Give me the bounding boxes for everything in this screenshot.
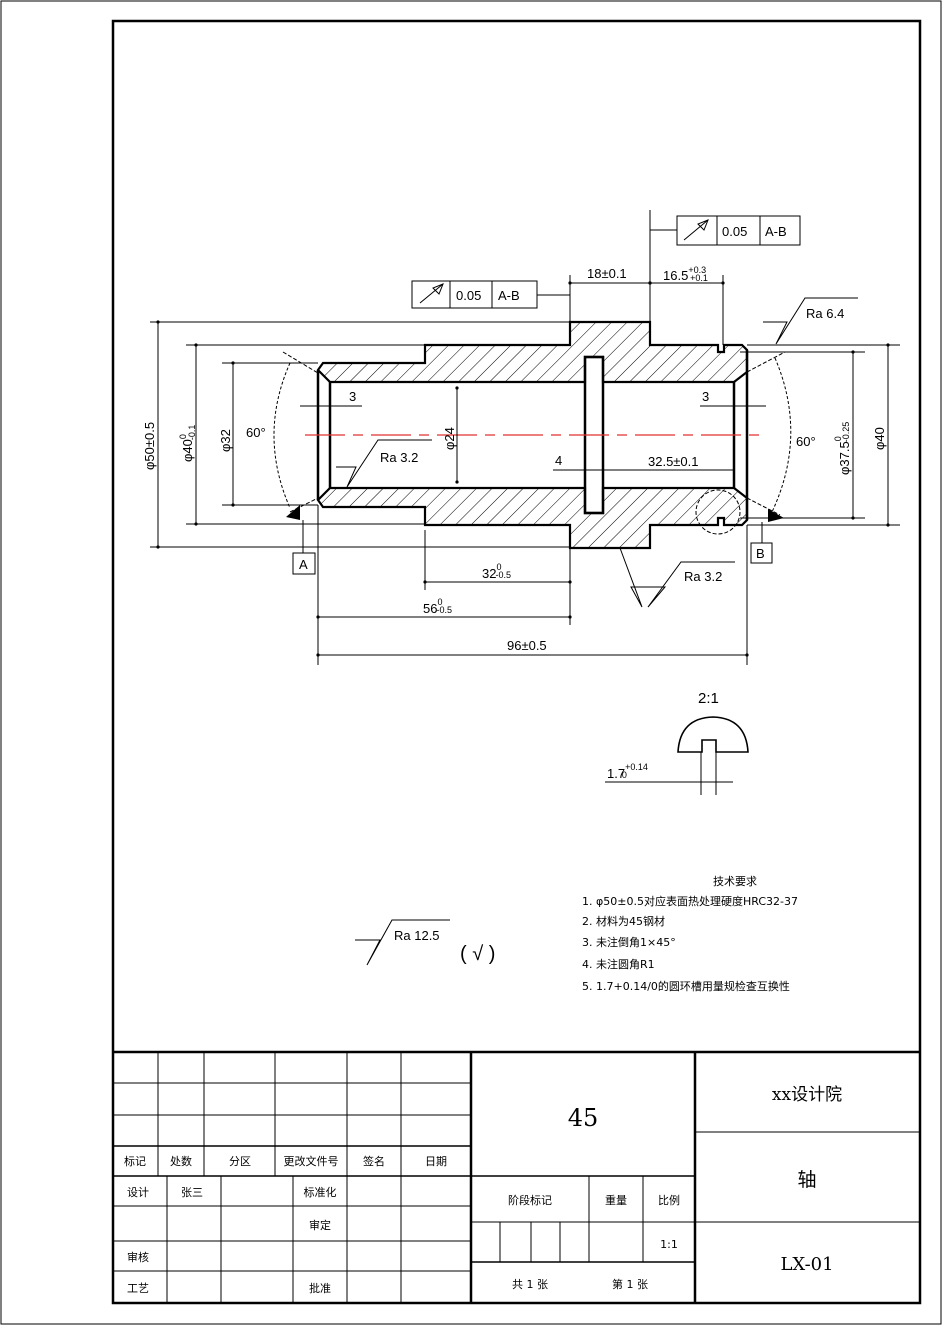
- title-block: 标记 处数 分区 更改文件号 签名 日期 设计 张三 标准化 审定 审核 工艺 …: [113, 1050, 920, 1303]
- ra-top-right: Ra 6.4: [806, 306, 844, 321]
- dim-dia40-right: φ40: [872, 427, 887, 450]
- dim-len96: 96±0.5: [507, 638, 547, 653]
- dim-angle-left: 60°: [246, 425, 266, 440]
- datum-b: B: [756, 546, 765, 561]
- svg-text:1. φ50±0.5对应表面热处理硬度HRC32-37: 1. φ50±0.5对应表面热处理硬度HRC32-37: [582, 894, 798, 908]
- svg-text:标准化: 标准化: [304, 1185, 337, 1199]
- svg-text:比例: 比例: [658, 1193, 680, 1207]
- dim-dia37-5: φ37.50-0.25: [833, 422, 852, 475]
- dim-angle-right: 60°: [796, 434, 816, 449]
- shaft-section: [305, 320, 765, 550]
- detail-circle: [695, 489, 741, 535]
- svg-text:审定: 审定: [309, 1218, 331, 1232]
- general-roughness: Ra 12.5 ( √ ): [355, 919, 495, 966]
- dim-len32: 320-0.5: [482, 562, 511, 581]
- material: 45: [568, 1104, 599, 1132]
- svg-text:批准: 批准: [309, 1281, 331, 1295]
- fcf-1: 0.05 A-B: [411, 280, 570, 309]
- dim-dia50: φ50±0.5: [142, 422, 157, 470]
- runout-arrow-icon: [419, 283, 444, 304]
- svg-text:签名: 签名: [363, 1154, 385, 1168]
- svg-text:分区: 分区: [229, 1155, 251, 1168]
- svg-text:标记: 标记: [124, 1154, 146, 1168]
- svg-text:第 1 张: 第 1 张: [612, 1277, 648, 1291]
- svg-text:共 1 张: 共 1 张: [512, 1278, 548, 1291]
- svg-text:A-B: A-B: [765, 224, 787, 239]
- svg-text:1:1: 1:1: [660, 1238, 678, 1251]
- svg-text:4. 未注圆角R1: 4. 未注圆角R1: [582, 957, 655, 971]
- svg-text:5. 1.7+0.14/0的圆环槽用量规检查互换性: 5. 1.7+0.14/0的圆环槽用量规检查互换性: [582, 979, 790, 993]
- svg-text:重量: 重量: [605, 1193, 627, 1207]
- dim-len32-5: 32.5±0.1: [648, 454, 699, 469]
- dim-dia32: φ32: [218, 429, 233, 452]
- svg-text:阶段标记: 阶段标记: [508, 1193, 552, 1207]
- svg-text:张三: 张三: [181, 1186, 203, 1199]
- dim-chamfer-right: 3: [702, 389, 709, 404]
- datum-a-box: [292, 552, 316, 575]
- tech-requirements: 技术要求 1. φ50±0.5对应表面热处理硬度HRC32-37 2. 材料为4…: [582, 875, 798, 993]
- svg-text:工艺: 工艺: [127, 1282, 149, 1295]
- dim-chamfer-left: 3: [349, 389, 356, 404]
- dim-dia40-left: φ400-0.1: [178, 425, 197, 462]
- svg-text:设计: 设计: [127, 1186, 149, 1199]
- company: xx设计院: [772, 1085, 842, 1105]
- svg-text:更改文件号: 更改文件号: [284, 1154, 339, 1168]
- detail-scale: 2:1: [698, 690, 719, 707]
- drawing-frame: [111, 19, 922, 1305]
- svg-text:2. 材料为45钢材: 2. 材料为45钢材: [582, 914, 665, 928]
- svg-text:处数: 处数: [170, 1155, 192, 1168]
- part-name: 轴: [797, 1169, 816, 1191]
- svg-text:0.05: 0.05: [456, 288, 481, 303]
- dim-dia24: φ24: [442, 427, 457, 450]
- svg-text:( √ ): ( √ ): [460, 943, 495, 965]
- dim-groove-width: 4: [555, 453, 562, 468]
- ra-inner: Ra 3.2: [380, 450, 418, 465]
- datum-b-box: [750, 542, 773, 564]
- runout-arrow-icon: [683, 219, 709, 241]
- svg-text:A-B: A-B: [498, 288, 520, 303]
- svg-text:审核: 审核: [127, 1250, 149, 1264]
- dim-len18: 18±0.1: [587, 266, 627, 281]
- datum-a: A: [299, 557, 308, 572]
- svg-text:Ra 12.5: Ra 12.5: [394, 928, 440, 943]
- dimensions: φ50±0.5 φ400-0.1 φ32 60° A 3 φ24 Ra 3.2 …: [142, 210, 900, 665]
- svg-text:技术要求: 技术要求: [713, 875, 757, 888]
- svg-text:3. 未注倒角1×45°: 3. 未注倒角1×45°: [582, 935, 676, 949]
- fcf-2: 0.05 A-B: [650, 215, 801, 246]
- dim-len16-5: 16.5+0.3+0.1: [663, 265, 708, 283]
- svg-text:日期: 日期: [425, 1155, 447, 1168]
- dim-len56: 560-0.5: [423, 597, 452, 616]
- svg-text:0.05: 0.05: [722, 224, 747, 239]
- drawing-number: LX-01: [780, 1254, 833, 1275]
- ra-bottom: Ra 3.2: [684, 569, 722, 584]
